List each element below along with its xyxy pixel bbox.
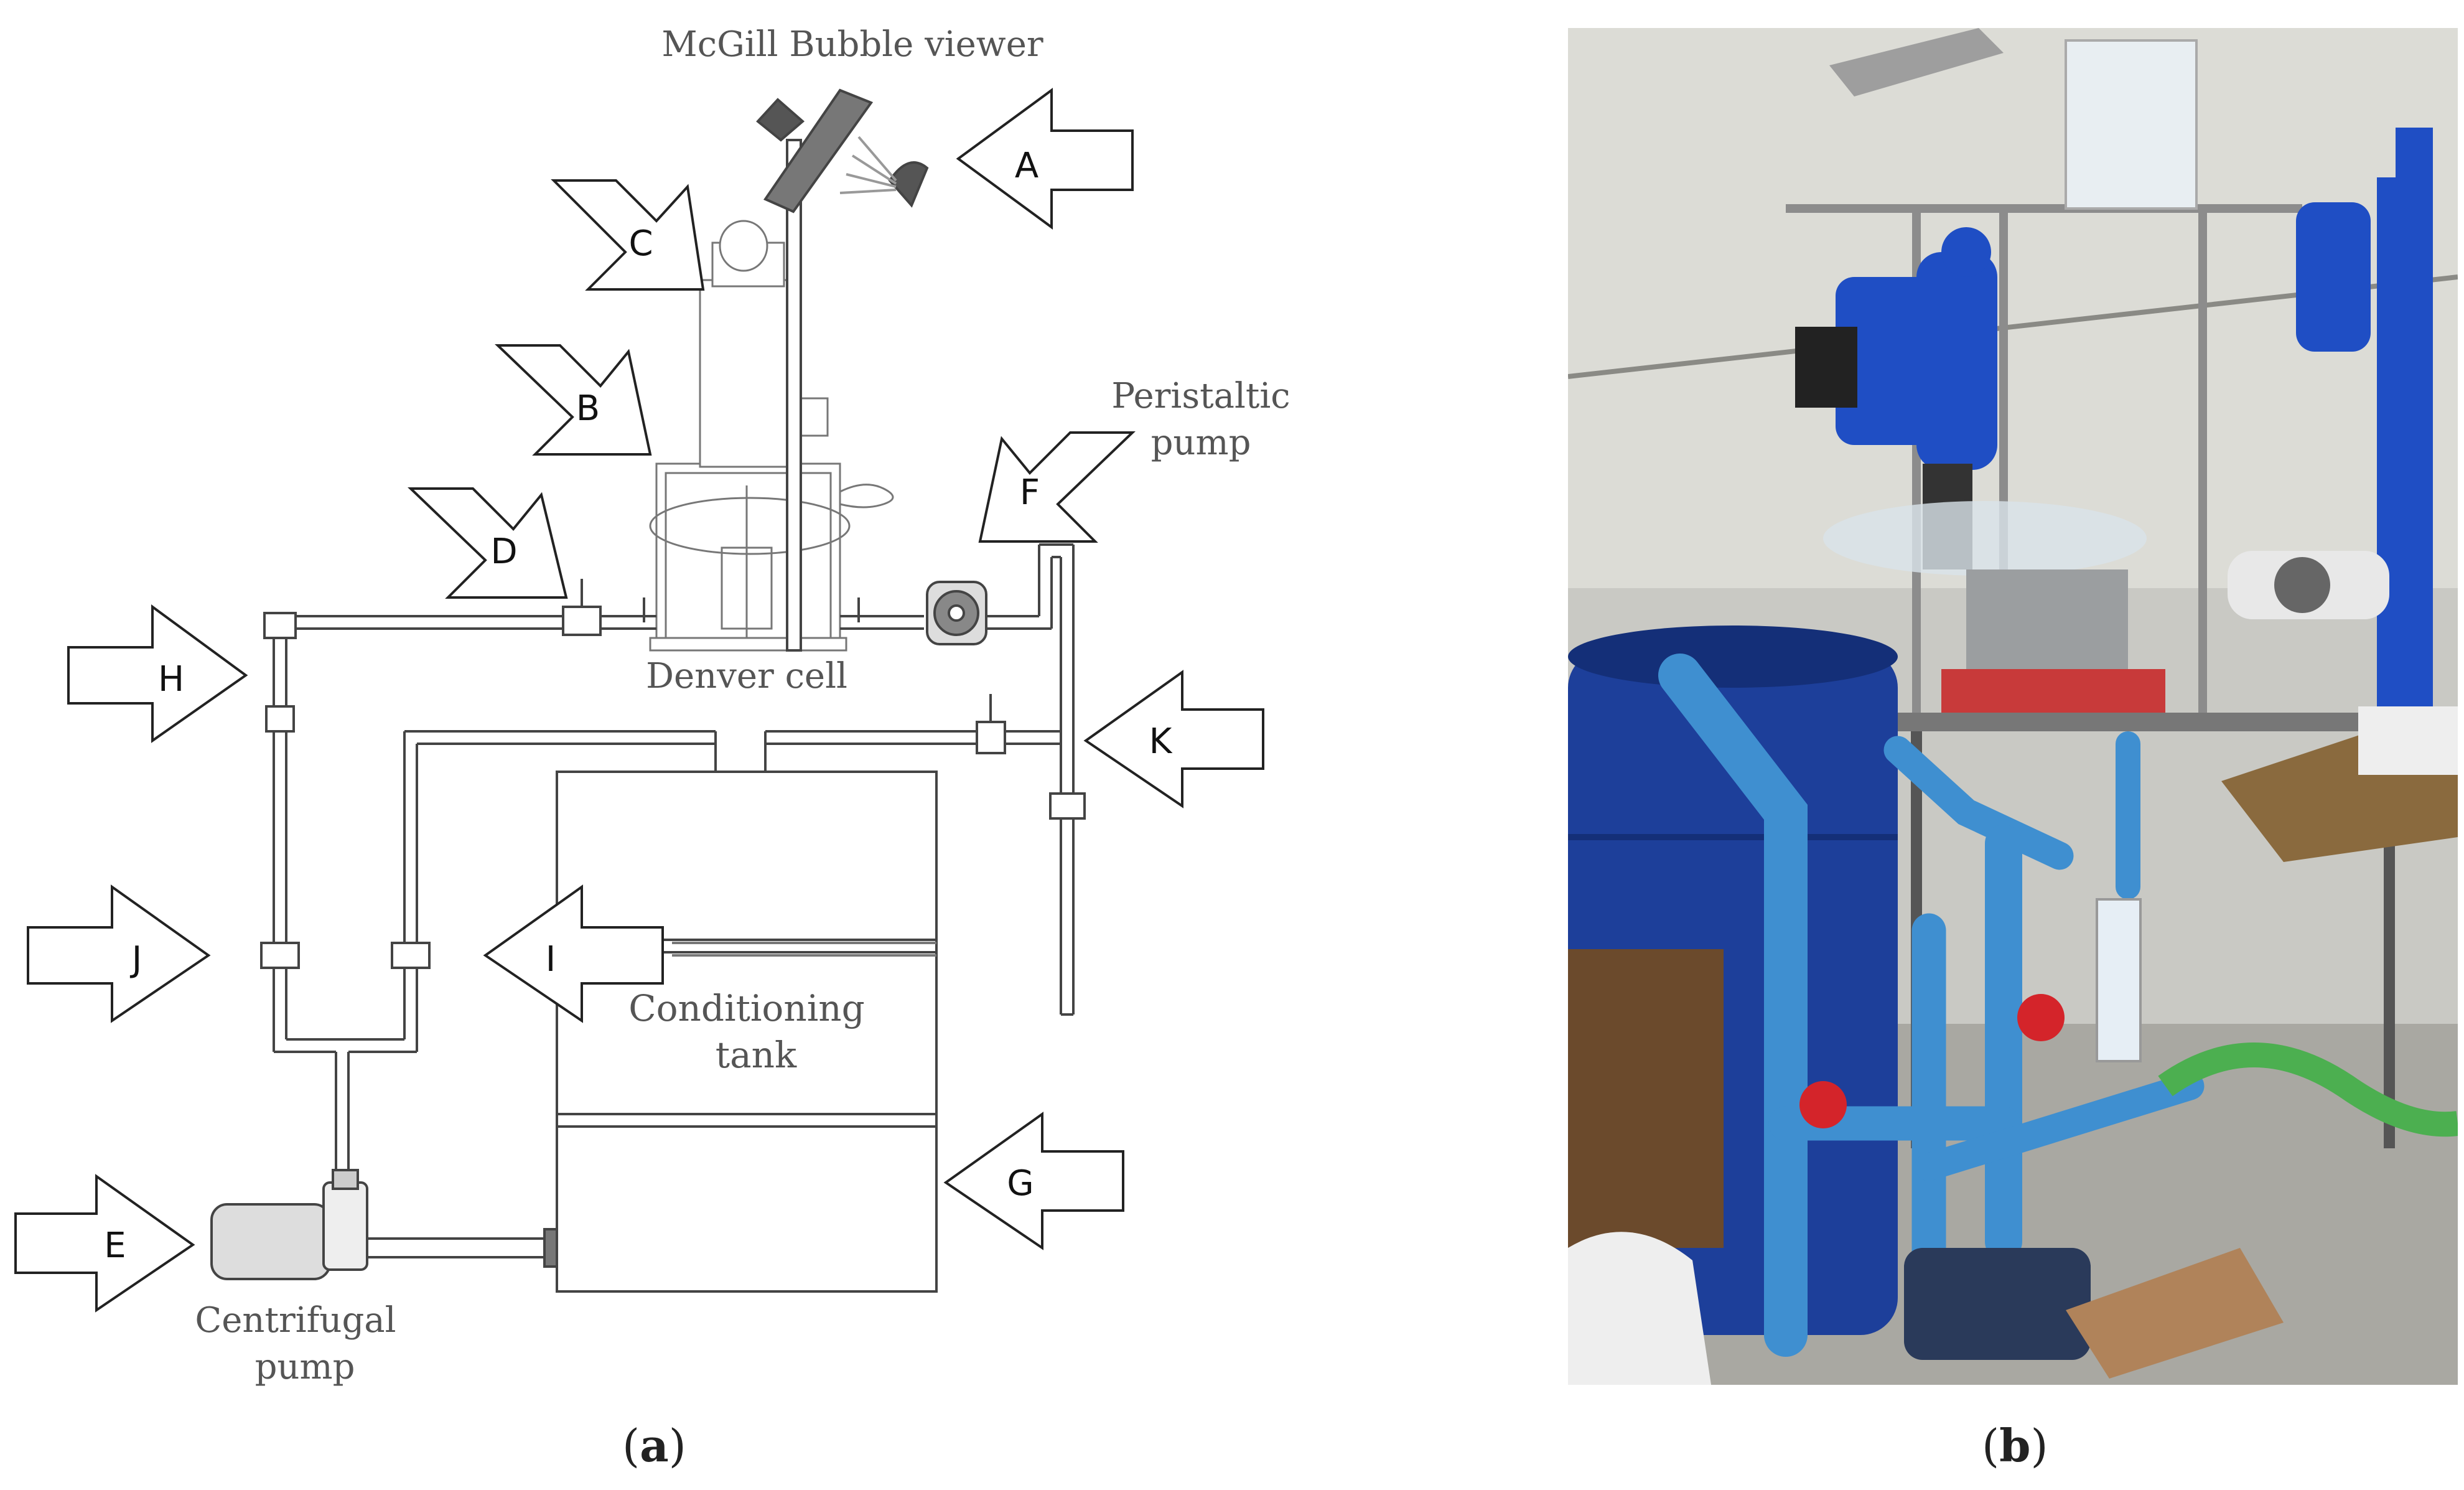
photo-denver-machine bbox=[1795, 227, 2165, 713]
label-centrifugal-1: Centrifugal bbox=[195, 1300, 396, 1341]
arrow-label-d: D bbox=[490, 532, 517, 572]
bubble-viewer bbox=[756, 88, 929, 652]
return-pipe-k bbox=[1038, 543, 1086, 1016]
arrow-label-h: H bbox=[158, 659, 184, 700]
arrow-label-k: K bbox=[1149, 721, 1173, 762]
arrow-i bbox=[483, 884, 664, 1023]
schematic-diagram: A C B D F H K J I G E McGill Bubble view… bbox=[14, 24, 1290, 1387]
label-conditioning-2: tank bbox=[716, 1034, 797, 1076]
arrow-b bbox=[495, 344, 652, 456]
label-centrifugal-2: pump bbox=[255, 1347, 355, 1387]
denver-cell bbox=[649, 220, 894, 652]
label-peristaltic-1: Peristaltic bbox=[1111, 376, 1290, 416]
arrow-label-c: C bbox=[628, 223, 653, 264]
arrow-e bbox=[14, 1174, 195, 1313]
caption-b-close: ) bbox=[2030, 1420, 2048, 1472]
valve-d-tee bbox=[562, 606, 602, 636]
label-conditioning-1: Conditioning bbox=[628, 987, 865, 1029]
arrow-j bbox=[27, 884, 211, 1023]
arrow-k bbox=[1083, 670, 1264, 808]
tank-inlet-pipes bbox=[404, 694, 1061, 772]
photo-red-valve-2 bbox=[2017, 994, 2065, 1041]
photo-green-hose bbox=[2158, 1043, 2458, 1137]
photo-blue-pipes bbox=[1658, 654, 2205, 1357]
label-denver-cell: Denver cell bbox=[646, 656, 847, 696]
peristaltic-pump bbox=[926, 581, 987, 645]
caption-b-letter: b bbox=[1999, 1419, 2031, 1472]
arrow-label-f: F bbox=[1020, 472, 1040, 513]
arrow-c bbox=[551, 179, 705, 291]
arrow-label-i: I bbox=[546, 939, 556, 980]
arrow-d bbox=[408, 487, 568, 599]
label-peristaltic-2: pump bbox=[1151, 423, 1251, 463]
label-bubble-viewer: McGill Bubble viewer bbox=[661, 24, 1043, 65]
caption-b-open: ( bbox=[1982, 1420, 2000, 1472]
arrow-a bbox=[956, 88, 1134, 230]
caption-a-letter: a bbox=[640, 1419, 669, 1472]
arrow-f bbox=[978, 431, 1136, 543]
arrow-h bbox=[67, 604, 248, 743]
caption-a-close: ) bbox=[668, 1420, 686, 1472]
photo-red-valve-1 bbox=[1799, 1081, 1847, 1128]
arrow-label-g: G bbox=[1007, 1163, 1034, 1204]
caption-a-open: ( bbox=[622, 1420, 640, 1472]
left-pipe-network bbox=[260, 612, 431, 1176]
setup-photograph bbox=[1568, 28, 2458, 1385]
caption-a: (a) bbox=[622, 1419, 686, 1472]
arrow-label-e: E bbox=[104, 1225, 126, 1266]
centrifugal-pump bbox=[210, 1169, 368, 1280]
caption-b: (b) bbox=[1982, 1419, 2048, 1472]
arrow-label-a: A bbox=[1015, 146, 1038, 186]
conditioning-tank bbox=[556, 771, 938, 1293]
arrow-label-j: J bbox=[130, 939, 142, 980]
arrow-label-b: B bbox=[576, 388, 600, 429]
arrow-g bbox=[943, 1112, 1124, 1250]
